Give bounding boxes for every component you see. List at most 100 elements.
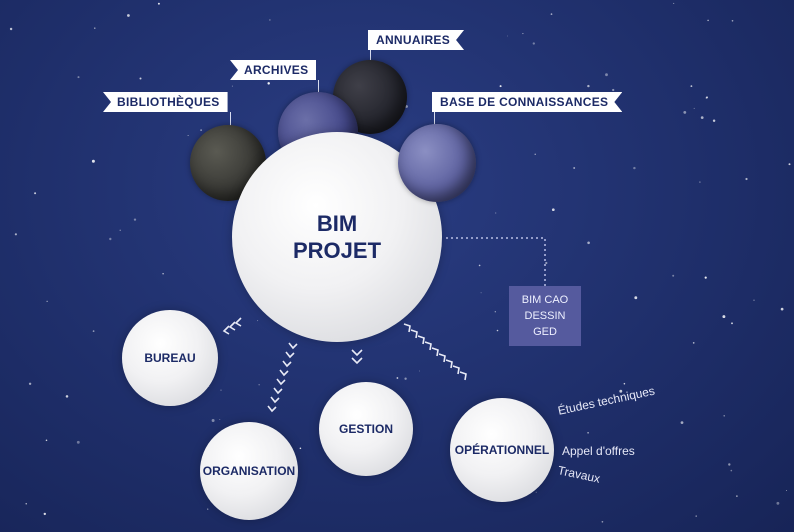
star <box>700 116 704 119</box>
star <box>587 84 590 88</box>
star <box>706 96 708 99</box>
star <box>532 42 535 45</box>
star <box>693 107 695 109</box>
star <box>695 515 697 517</box>
star <box>76 440 80 444</box>
moon-operationnel: OPÉRATIONNEL <box>450 398 554 502</box>
star <box>545 261 548 265</box>
star <box>127 14 130 17</box>
star <box>496 329 499 332</box>
banner-base-connaissances: BASE DE CONNAISSANCES <box>432 92 622 112</box>
box-line2: DESSIN <box>524 310 566 322</box>
star <box>633 166 636 170</box>
planet-base-connaissances <box>398 124 476 202</box>
star <box>605 73 608 77</box>
star <box>587 431 589 434</box>
chevrons-to-organisation <box>267 342 298 413</box>
star <box>728 463 731 466</box>
star <box>419 370 420 372</box>
box-line3: GED <box>533 326 557 338</box>
star <box>45 439 48 442</box>
main-moon-line1: BIM <box>316 211 358 236</box>
star <box>776 501 780 505</box>
star <box>396 377 399 379</box>
star <box>551 208 555 212</box>
pin-base <box>434 108 435 132</box>
star <box>269 19 271 21</box>
moon-gestion-label: GESTION <box>338 422 393 436</box>
banner-annuaires: ANNUAIRES <box>368 30 464 50</box>
star <box>788 163 791 166</box>
star <box>699 181 701 183</box>
star <box>28 382 32 385</box>
pin-annuaires <box>370 48 371 68</box>
star <box>601 520 604 523</box>
star <box>109 237 112 241</box>
star <box>550 13 553 15</box>
star <box>690 85 693 88</box>
star <box>534 153 536 155</box>
star <box>634 296 638 300</box>
star <box>157 2 160 5</box>
star <box>587 241 590 245</box>
moon-organisation: ORGANISATION <box>200 422 298 520</box>
moon-bureau: BUREAU <box>122 310 218 406</box>
star <box>480 292 482 294</box>
star <box>753 299 755 301</box>
box-line1: BIM CAO <box>521 294 569 306</box>
item-appel-offres: Appel d'offres <box>562 444 635 458</box>
star <box>712 119 716 122</box>
star <box>25 503 27 505</box>
moon-operationnel-label: OPÉRATIONNEL <box>454 443 550 457</box>
star <box>780 307 784 311</box>
star <box>680 421 684 424</box>
star <box>736 495 738 497</box>
chevrons-to-gestion <box>351 349 363 365</box>
star <box>91 159 95 163</box>
star <box>211 419 215 422</box>
star <box>119 229 121 231</box>
moon-organisation-label: ORGANISATION <box>202 464 296 478</box>
star <box>683 110 687 114</box>
star <box>267 82 270 85</box>
star <box>619 389 623 393</box>
star <box>507 35 508 37</box>
star <box>672 274 675 277</box>
star <box>219 419 221 420</box>
star <box>522 33 524 35</box>
star <box>704 276 707 279</box>
star <box>65 395 69 398</box>
star <box>623 382 626 385</box>
star <box>200 129 202 131</box>
star <box>9 27 13 31</box>
star <box>34 192 37 195</box>
star <box>46 300 48 302</box>
banner-bibliotheques: BIBLIOTHÈQUES <box>103 92 228 112</box>
star <box>745 177 748 181</box>
star <box>612 88 615 92</box>
pin-archives <box>318 80 319 100</box>
star <box>92 330 95 332</box>
main-moon-line2: PROJET <box>292 238 382 263</box>
star <box>692 342 695 344</box>
star <box>258 384 260 386</box>
bim-cao-box: BIM CAO DESSIN GED <box>509 286 581 346</box>
star <box>535 491 537 493</box>
moon-gestion: GESTION <box>319 382 413 476</box>
star <box>77 76 80 79</box>
star <box>257 320 259 322</box>
star <box>207 508 209 510</box>
star <box>731 322 733 325</box>
star <box>478 264 481 267</box>
star <box>231 85 233 87</box>
star <box>162 273 164 275</box>
chevrons-to-bureau <box>222 317 242 335</box>
banner-archives: ARCHIVES <box>230 60 317 80</box>
star <box>499 85 502 88</box>
side-box-connector <box>446 237 546 286</box>
star <box>43 512 46 516</box>
star <box>187 135 189 137</box>
star <box>94 27 96 29</box>
